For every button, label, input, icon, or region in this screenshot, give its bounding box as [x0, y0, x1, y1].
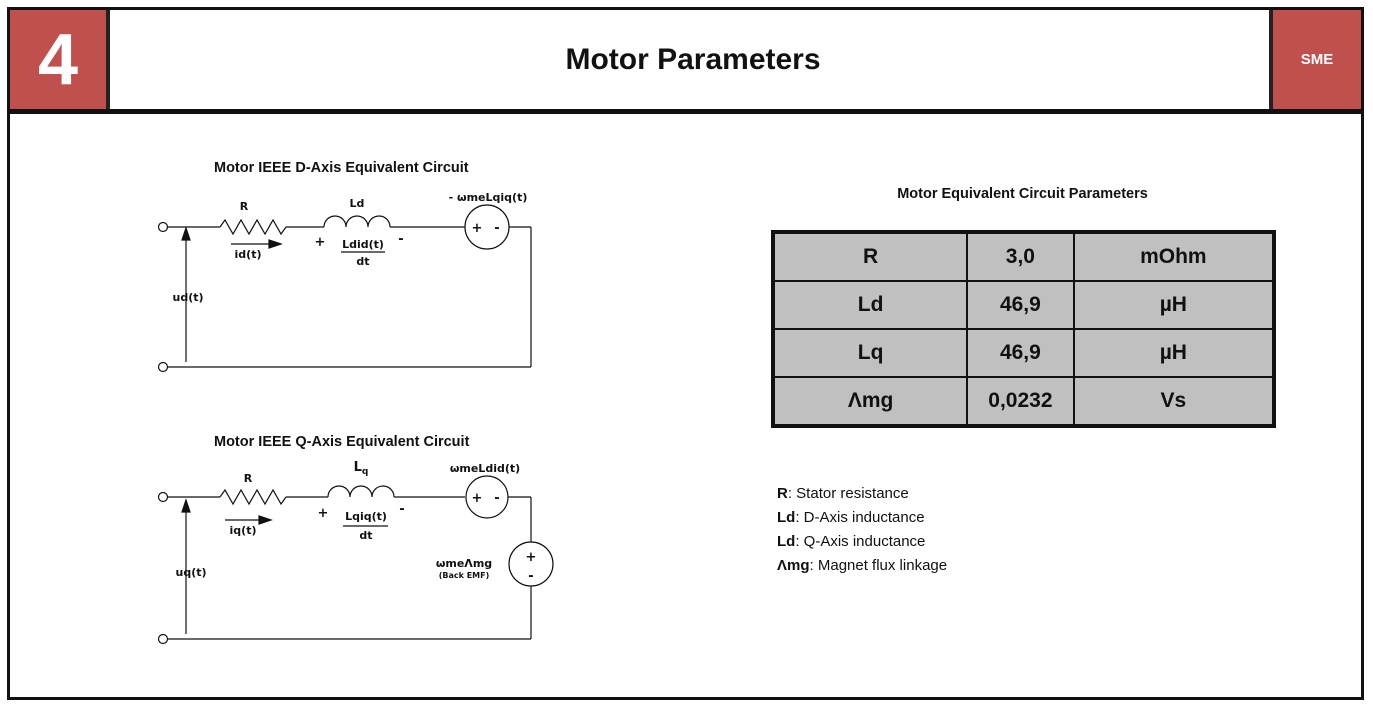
d-axis-ldi-denominator: dt	[356, 255, 369, 268]
params-legend: R: Stator resistance Ld: D-Axis inductan…	[777, 482, 947, 578]
slide-header: 4 Motor Parameters SME	[10, 10, 1361, 114]
param-name: Λmg	[771, 376, 969, 427]
tag-label: SME	[1300, 51, 1334, 68]
d-axis-current-label: id(t)	[235, 248, 262, 261]
legend-key: Ld	[777, 509, 796, 526]
page-title: Motor Parameters	[565, 43, 821, 76]
section-number-box: 4	[10, 10, 110, 109]
legend-item: Ld: D-Axis inductance	[777, 506, 947, 530]
q-axis-title: Motor IEEE Q-Axis Equivalent Circuit	[214, 434, 470, 450]
q-axis-l-label: Lq	[354, 460, 369, 477]
q-axis-plus: +	[318, 506, 329, 521]
q-axis-minus: -	[399, 502, 404, 517]
table-row: Lq 46,9 µH	[771, 328, 1276, 378]
q-axis-ldi-denominator: dt	[359, 529, 372, 542]
d-axis-r-label: R	[240, 200, 249, 213]
d-axis-minus: -	[398, 232, 403, 247]
d-axis-ldi-numerator: Ldid(t)	[342, 238, 384, 251]
param-unit: µH	[1072, 328, 1276, 378]
q-axis-emf-sublabel: (Back EMF)	[439, 571, 490, 580]
legend-text: : Stator resistance	[787, 485, 909, 502]
section-number: 4	[37, 20, 79, 100]
tag-box: SME	[1269, 10, 1361, 109]
d-axis-source-minus: -	[494, 221, 499, 236]
q-axis-r-label: R	[244, 472, 253, 485]
legend-text: : Magnet flux linkage	[809, 557, 948, 574]
param-unit: Vs	[1072, 376, 1276, 427]
d-axis-source-plus: +	[472, 221, 483, 236]
q-axis-source-plus: +	[472, 491, 483, 506]
param-name: Lq	[771, 328, 969, 378]
q-axis-emf-label: ωmeΛmg	[436, 557, 492, 570]
legend-text: : D-Axis inductance	[795, 509, 925, 526]
q-axis-emf-minus: -	[528, 569, 533, 584]
d-axis-l-label: Ld	[350, 197, 365, 210]
q-axis-emf-plus: +	[526, 550, 537, 565]
param-name: Ld	[771, 280, 969, 330]
legend-key: R	[777, 485, 788, 502]
table-row: Ld 46,9 µH	[771, 280, 1276, 330]
legend-item: Λmg: Magnet flux linkage	[777, 554, 947, 578]
q-axis-source-minus: -	[494, 491, 499, 506]
param-value: 46,9	[966, 280, 1075, 330]
q-axis-voltage-label: uq(t)	[175, 566, 206, 579]
legend-item: Ld: Q-Axis inductance	[777, 530, 947, 554]
d-axis-voltage-label: ud(t)	[172, 291, 203, 304]
q-axis-ldi-numerator: Lqiq(t)	[345, 510, 387, 523]
param-unit: mOhm	[1072, 231, 1276, 282]
param-value: 46,9	[966, 328, 1075, 378]
q-axis-source-label: ωmeLdid(t)	[450, 462, 520, 475]
table-row: R 3,0 mOhm	[771, 231, 1276, 282]
legend-key: Ld	[777, 533, 796, 550]
table-row: Λmg 0,0232 Vs	[771, 376, 1276, 427]
q-axis-current-label: iq(t)	[230, 524, 257, 537]
legend-text: : Q-Axis inductance	[795, 533, 926, 550]
d-axis-plus: +	[315, 235, 326, 250]
params-table: R 3,0 mOhm Ld 46,9 µH Lq 46,9 µH Λmg 0,0…	[771, 230, 1276, 428]
params-title: Motor Equivalent Circuit Parameters	[897, 186, 1148, 202]
q-axis-l-subscript: q	[362, 467, 368, 477]
legend-key: Λmg	[777, 557, 810, 574]
param-value: 3,0	[966, 231, 1075, 282]
d-axis-title: Motor IEEE D-Axis Equivalent Circuit	[214, 160, 469, 176]
q-axis-l-main: L	[354, 460, 362, 475]
legend-item: R: Stator resistance	[777, 482, 947, 506]
param-name: R	[771, 231, 969, 282]
param-value: 0,0232	[966, 376, 1075, 427]
param-unit: µH	[1072, 280, 1276, 330]
d-axis-source-label: - ωmeLqiq(t)	[449, 191, 528, 204]
